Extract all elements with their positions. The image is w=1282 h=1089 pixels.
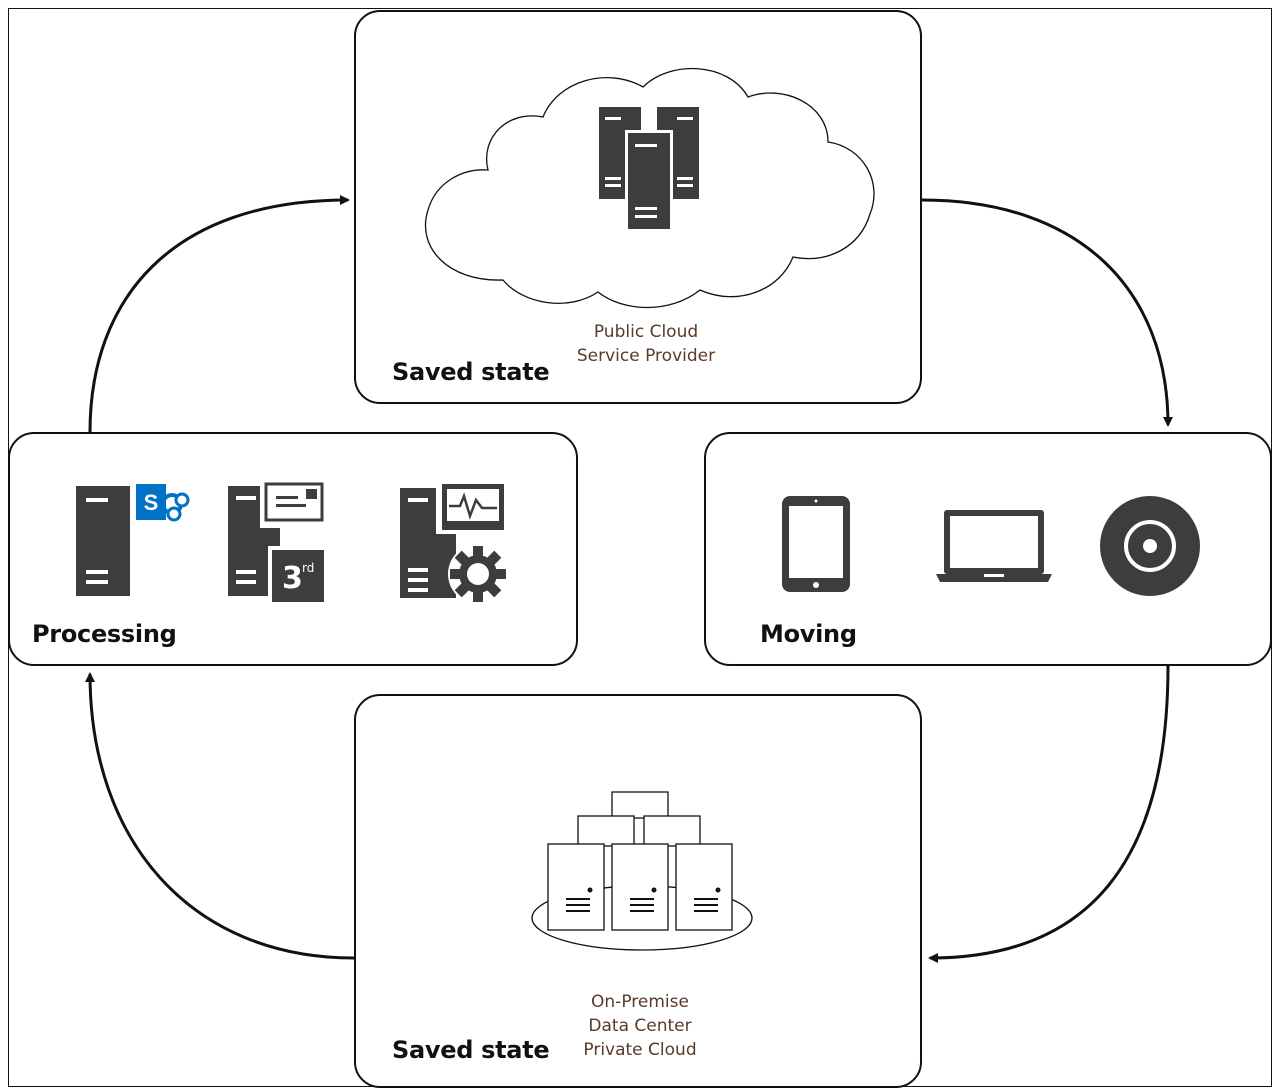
monitoring-config-server-icon (400, 480, 508, 604)
caption-line: Private Cloud (583, 1040, 697, 1060)
private-cloud-node: On-Premise Data Center Private Cloud Sav… (354, 694, 922, 1088)
tablet-icon (782, 496, 850, 592)
arrow-datacenter-to-processing (85, 672, 355, 960)
public-cloud-caption: Public Cloud Service Provider (566, 320, 726, 368)
caption-line: Service Provider (576, 346, 716, 366)
public-cloud-node: Public Cloud Service Provider Saved stat… (354, 10, 922, 404)
third-party-number: 3 (282, 561, 303, 596)
third-party-suffix: rd (302, 561, 314, 575)
node-title: Saved state (392, 1036, 550, 1064)
processing-node: S 3 rd (8, 432, 578, 666)
node-title: Moving (760, 620, 857, 648)
sharepoint-server-icon: S (76, 484, 190, 596)
arrow-cloud-to-moving (921, 198, 1173, 427)
arrow-processing-to-cloud (88, 195, 350, 433)
server-cluster-icon (599, 107, 699, 230)
node-title: Processing (32, 620, 177, 648)
arrow-moving-to-datacenter (928, 665, 1170, 963)
third-party-mail-server-icon: 3 rd (228, 480, 326, 602)
private-cloud-caption: On-Premise Data Center Private Cloud (560, 990, 720, 1062)
node-title: Saved state (392, 358, 550, 386)
moving-node: Moving (704, 432, 1272, 666)
caption-line: On-Premise (591, 992, 689, 1012)
caption-line: Public Cloud (593, 322, 699, 342)
datacenter-servers-icon (531, 791, 753, 951)
sharepoint-badge-letter: S (144, 490, 159, 515)
optical-disc-icon (1100, 496, 1200, 596)
caption-line: Data Center (588, 1016, 692, 1036)
laptop-icon (936, 510, 1052, 582)
